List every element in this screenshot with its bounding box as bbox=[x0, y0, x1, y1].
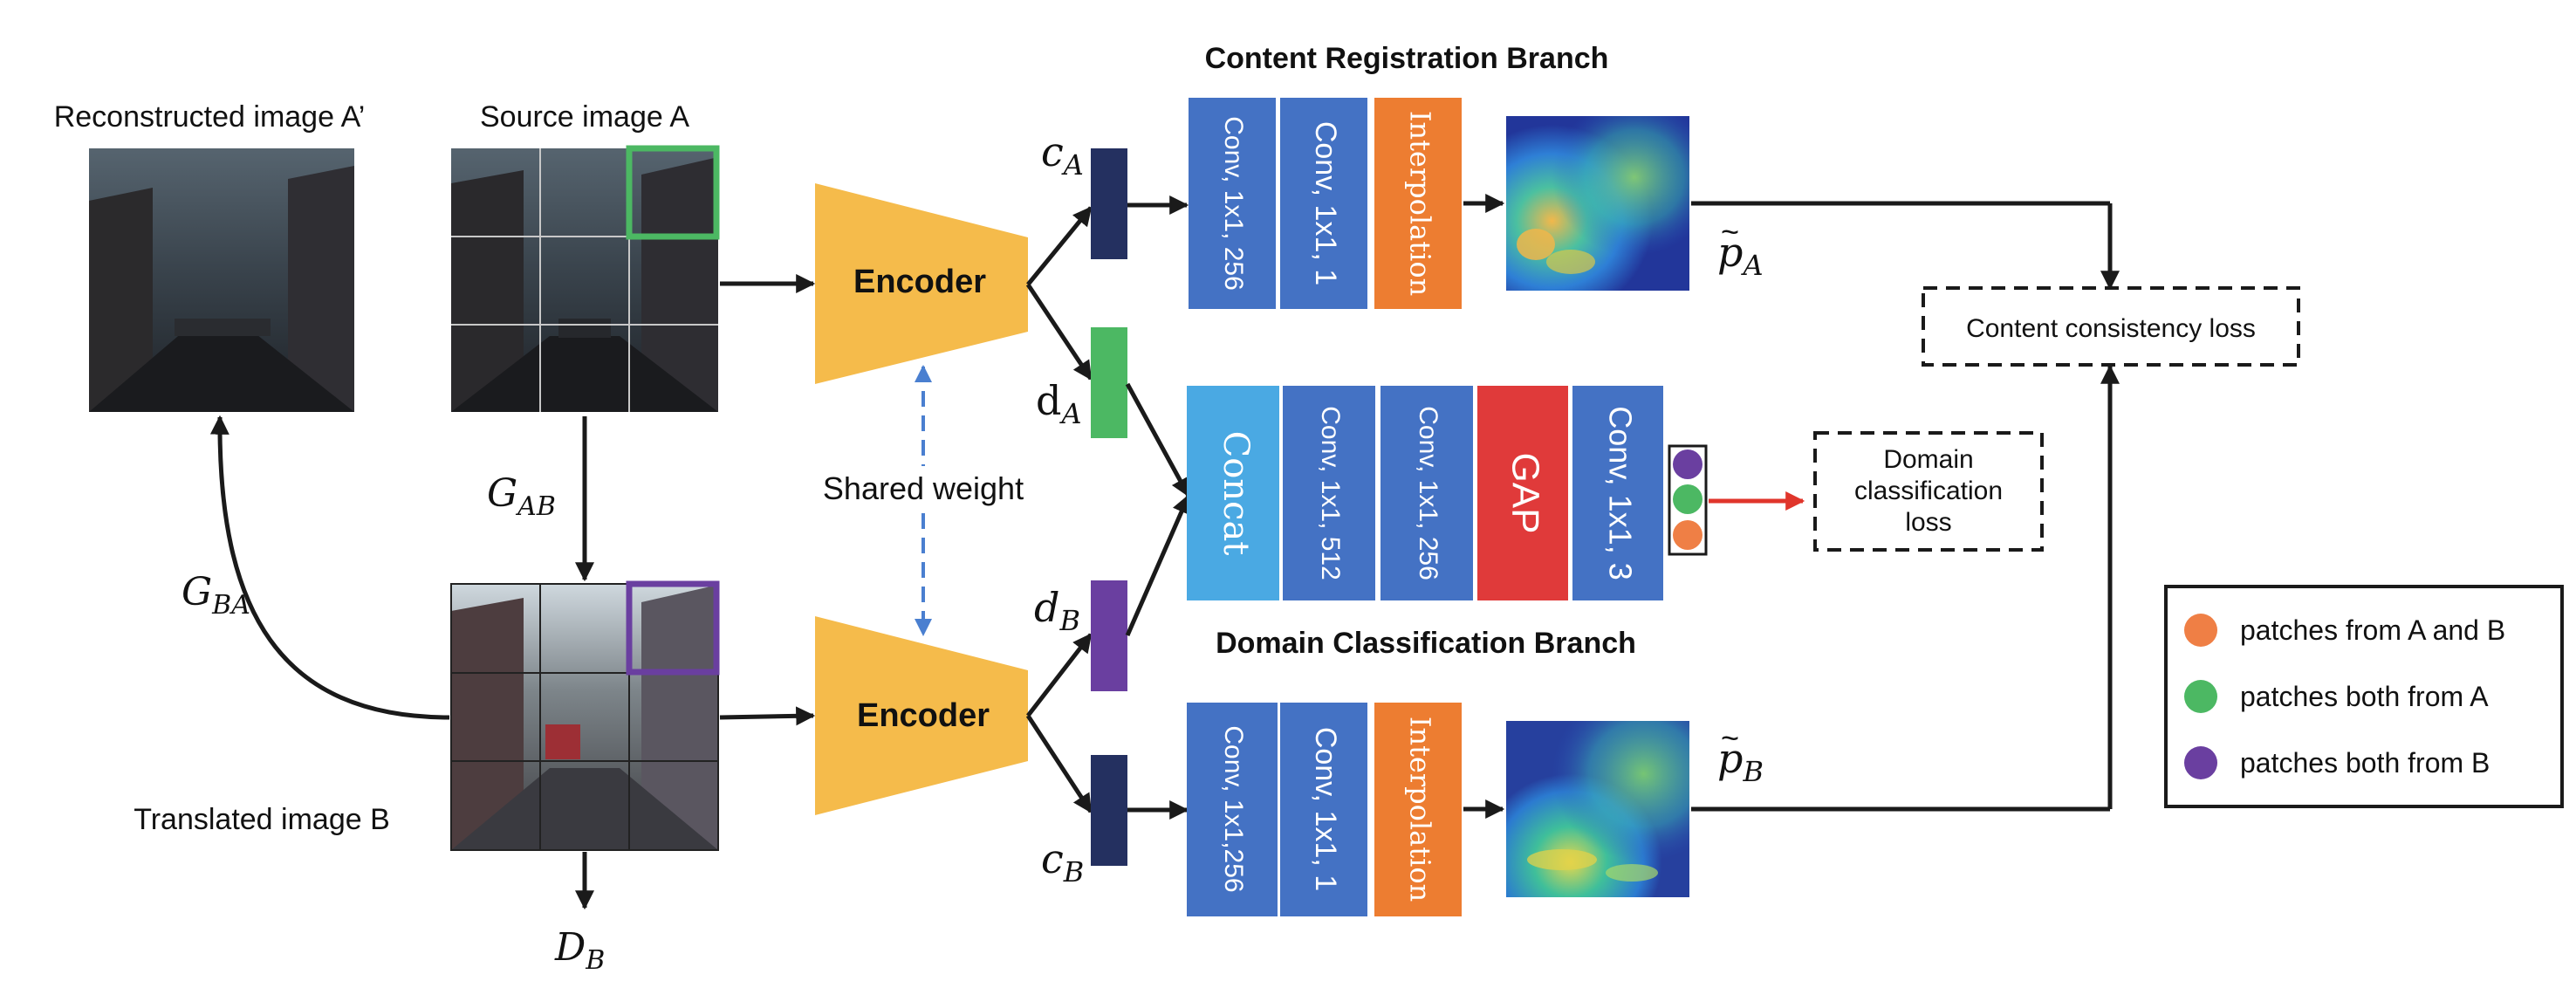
patch-highlight-a bbox=[626, 145, 720, 240]
top-conv-256-label: Conv, 1x1, 256 bbox=[1219, 116, 1248, 291]
content-loss-label: Content consistency loss bbox=[1966, 314, 2256, 343]
g-ba-label: GBA bbox=[182, 570, 250, 621]
domain-loss-line-2: classification bbox=[1854, 477, 2003, 505]
d-a-label: dA bbox=[1036, 377, 1082, 430]
d-b-feature-label: dB bbox=[1034, 584, 1080, 637]
shared-weight-label: Shared weight bbox=[823, 470, 1024, 506]
top-conv-1-block bbox=[1280, 98, 1367, 309]
output-dot-green bbox=[1673, 484, 1702, 514]
feature-d-a bbox=[1091, 327, 1127, 438]
patch-highlight-b bbox=[626, 580, 720, 676]
feature-d-b bbox=[1091, 580, 1127, 691]
encoder-top-label: Encoder bbox=[853, 264, 986, 300]
legend-dot-purple bbox=[2184, 746, 2217, 779]
translated-image-label: Translated image B bbox=[134, 803, 390, 836]
legend-dot-orange bbox=[2184, 614, 2217, 647]
heatmap-p-b bbox=[1506, 721, 1689, 897]
source-image-label: Source image A bbox=[480, 100, 689, 134]
conv-256-block bbox=[1380, 386, 1473, 600]
encoder-bottom bbox=[815, 616, 1028, 815]
c-b-label: cB bbox=[1041, 835, 1084, 889]
domain-loss-line-1: Domain bbox=[1883, 445, 1973, 474]
bottom-conv-256-block bbox=[1187, 703, 1278, 916]
legend-label-b: patches both from B bbox=[2240, 747, 2490, 779]
content-loss-box bbox=[1922, 286, 2300, 367]
encoder-top bbox=[815, 183, 1028, 384]
top-conv-256-block bbox=[1189, 98, 1276, 309]
feature-c-a bbox=[1091, 148, 1127, 259]
legend-box bbox=[2164, 585, 2564, 808]
top-interpolation-label: Interpolation bbox=[1404, 111, 1437, 296]
source-image-a bbox=[451, 145, 720, 412]
domain-branch-title: Domain Classification Branch bbox=[1216, 627, 1636, 660]
conv-256-label: Conv, 1x1, 256 bbox=[1414, 406, 1442, 580]
bottom-conv-256-label: Conv, 1x1,256 bbox=[1219, 725, 1248, 892]
p-b-label: pB bbox=[1717, 735, 1764, 788]
domain-loss-line-3: loss bbox=[1905, 508, 1951, 537]
top-interpolation-block bbox=[1374, 98, 1462, 309]
translated-image-b bbox=[450, 580, 720, 851]
concat-label: Concat bbox=[1216, 431, 1256, 556]
content-branch-title: Content Registration Branch bbox=[1205, 42, 1609, 75]
concat-block bbox=[1187, 386, 1279, 600]
d-b-label: DB bbox=[554, 925, 605, 976]
legend-label-ab: patches from A and B bbox=[2240, 614, 2505, 646]
encoder-bottom-label: Encoder bbox=[857, 697, 990, 734]
conv-512-label: Conv, 1x1, 512 bbox=[1316, 406, 1345, 580]
output-dot-purple bbox=[1673, 449, 1702, 479]
legend-label-a: patches both from A bbox=[2240, 681, 2489, 712]
gap-block bbox=[1477, 386, 1568, 600]
bottom-conv-1-label: Conv, 1x1, 1 bbox=[1309, 727, 1342, 891]
output-dot-orange bbox=[1673, 520, 1702, 550]
g-ab-label: GAB bbox=[487, 471, 556, 522]
reconstructed-image-a bbox=[89, 148, 354, 412]
p-b-tilde: ~ bbox=[1721, 720, 1739, 756]
bottom-interpolation-block bbox=[1374, 703, 1462, 916]
c-a-label: cA bbox=[1041, 128, 1084, 182]
p-a-tilde: ~ bbox=[1721, 214, 1739, 250]
top-conv-1-label: Conv, 1x1, 1 bbox=[1309, 121, 1342, 285]
conv-3-block bbox=[1572, 386, 1663, 600]
reconstructed-image-label: Reconstructed image A’ bbox=[54, 100, 366, 134]
p-a-label: pA bbox=[1717, 229, 1764, 282]
bottom-conv-1-block bbox=[1280, 703, 1367, 916]
bottom-interpolation-label: Interpolation bbox=[1404, 717, 1437, 902]
conv-3-label: Conv, 1x1, 3 bbox=[1602, 406, 1638, 580]
conv-512-block bbox=[1283, 386, 1375, 600]
gap-label: GAP bbox=[1504, 453, 1546, 534]
feature-c-b bbox=[1091, 755, 1127, 866]
legend-dot-green bbox=[2184, 680, 2217, 713]
domain-loss-box bbox=[1813, 431, 2044, 552]
heatmap-p-a bbox=[1506, 116, 1689, 291]
